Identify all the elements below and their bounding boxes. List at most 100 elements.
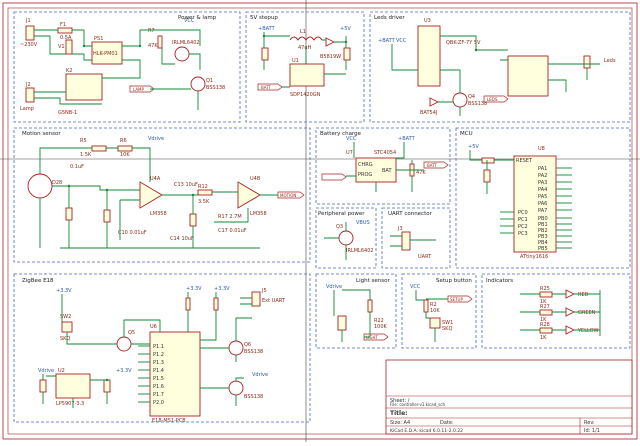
mosfet-q7[interactable] [174,46,190,62]
ref-j5: J5 [261,288,267,294]
val-u1: SDP1420GN [290,92,321,98]
resistor-r28[interactable] [539,327,553,334]
mosfet-q5[interactable] [116,336,132,352]
block-step-up[interactable]: 5V stepup +BATT +5V L1 47uH B5819W U1 SD… [245,11,365,123]
block-power-lamp[interactable]: Power & lamp J1 ~230V F1 0.5A V1 PS1 HLK… [13,11,241,123]
val-q4: BSS138 [468,101,487,107]
switch-sw2[interactable] [61,321,73,333]
mosfet-q4[interactable] [452,92,468,108]
mosfet-q6[interactable] [228,340,244,356]
resistor-r27[interactable] [539,309,553,316]
resistor-r5[interactable] [91,145,107,152]
photoresistor[interactable] [337,315,347,331]
cap-leds-out[interactable] [583,55,591,69]
led-green[interactable] [565,307,576,317]
netlabel-chrg[interactable] [321,173,347,181]
opamp-u4b[interactable] [237,181,261,209]
block-indicators[interactable]: Indicators R25 1K RED R27 1K GREEN R28 1… [481,273,631,349]
ldo-u2[interactable] [55,373,91,399]
resistor-r7[interactable] [157,35,163,49]
block-leds-driver[interactable]: Leds driver +BATT VCC U3 QBK-ZF-7Y 5V Q4… [369,11,631,123]
zigbee-pin-P1-2: P1.2 [153,352,164,358]
opamp-u4a[interactable] [139,181,163,209]
block-zigbee[interactable]: ZigBee E18 +3.3V SW2 SKQ Vdrive U2 LP590… [13,273,311,424]
ref-u4a: U4A [150,176,161,182]
mosfet-q6b[interactable] [228,380,244,396]
zigbee-pin-P1-3: P1.3 [153,360,164,366]
pir-sensor-d28[interactable] [27,173,53,199]
inductor-l1[interactable] [289,36,323,41]
cap-c8[interactable] [103,209,111,223]
zigbee-pin-P1-1: P1.1 [153,344,164,350]
mcu-pin-pb4: PB4 [538,240,548,246]
resistor-r25[interactable] [539,291,553,298]
block-mcu[interactable]: MCU +5V U8 ATtiny1616 RESET PA1PA2PA3PA4… [455,127,631,269]
block-title-indicators: Indicators [486,278,513,284]
diode-d4[interactable] [429,97,440,107]
psu-ps1[interactable] [91,41,123,65]
resistor-r22[interactable] [367,299,373,313]
ic-led-driver[interactable] [507,55,549,97]
block-title-uart: UART connector [388,211,433,217]
zigbee-module-u6[interactable] [149,331,201,417]
ref-r25: R25 [540,286,550,292]
connector-j3[interactable] [401,231,411,251]
ic-u1[interactable] [289,63,325,87]
connector-j2[interactable] [25,87,35,103]
mcu-pin-pa7: PA7 [538,208,547,214]
block-motion-sensor[interactable]: Motion sensor Vdrive D28 R5 1.5K R6 10K … [13,127,311,263]
connector-j5[interactable] [251,291,261,307]
resistor-r2[interactable] [423,299,429,313]
fuse-f1[interactable] [57,27,73,34]
ref-u6: U6 [150,324,157,330]
cap-c6[interactable] [65,207,73,221]
cap-mcu-bypass[interactable] [483,169,491,183]
led-red[interactable] [565,289,576,299]
switch-sw1[interactable] [429,317,441,329]
varistor-v1[interactable] [65,39,73,55]
cap-c-out[interactable] [343,47,351,61]
netlabel-motion[interactable] [277,191,305,199]
netlabel-motion-text: MOTION [280,193,296,198]
relay-u3[interactable] [417,25,441,87]
resistor-mcu-reset[interactable] [481,157,495,164]
tb-sheet: Sheet: / [390,398,410,404]
relay-k2[interactable] [65,73,103,101]
val-r25: 1K [540,299,547,305]
netlabel-leds[interactable] [483,95,509,103]
resistor-z-pull1[interactable] [185,297,191,311]
resistor-r6[interactable] [117,145,133,152]
block-light-sensor[interactable]: Light sensor Vdrive R22 100K LIGHT [315,273,397,349]
resistor-r12[interactable] [197,189,213,196]
connector-j1[interactable] [25,25,35,41]
netlabel-setup[interactable] [447,295,473,303]
block-setup-button[interactable]: Setup button VCC R2 10K SW1 SKQ SETUP [401,273,477,349]
ref-j3: J3 [397,226,403,232]
cap-c14[interactable] [189,213,197,227]
cap-c-in[interactable] [261,47,269,61]
netlabel-lamp[interactable] [129,85,155,93]
cap-z-in[interactable] [39,379,47,393]
pwr-33-z3: +3.3V [186,286,202,292]
cap-z-out[interactable] [103,379,111,393]
pwr-vcc-1: VCC [184,18,195,24]
label-leds-out: Leds [604,58,616,64]
mosfet-q1[interactable] [190,76,206,92]
mosfet-q3[interactable] [338,230,354,246]
zigbee-pins: P1.1P1.2P1.3P1.4P1.5P1.6P1.7P2.0 [138,344,164,406]
resistor-z-pull2[interactable] [213,297,219,311]
block-peripheral-power[interactable]: Peripheral power Q3 IRLML6402 VBUS [315,207,377,269]
val-q6: BSS138 [244,349,263,355]
block-title-battery: Battery charge [320,131,362,137]
diode-d1[interactable] [325,37,336,47]
led-yellow[interactable] [565,325,576,335]
block-uart[interactable]: UART connector J3 UART [381,207,451,269]
netlabel-bat-stepup[interactable] [257,83,283,91]
zigbee-pin-P1-7: P1.7 [153,392,164,398]
netlabel-batt[interactable] [423,161,449,169]
block-battery-charge[interactable]: Battery charge VCC +BATT U7 STC4054 CHRG… [315,127,451,205]
ic-u8[interactable] [513,155,557,253]
pwr-5v-mcu: +5V [468,144,479,150]
